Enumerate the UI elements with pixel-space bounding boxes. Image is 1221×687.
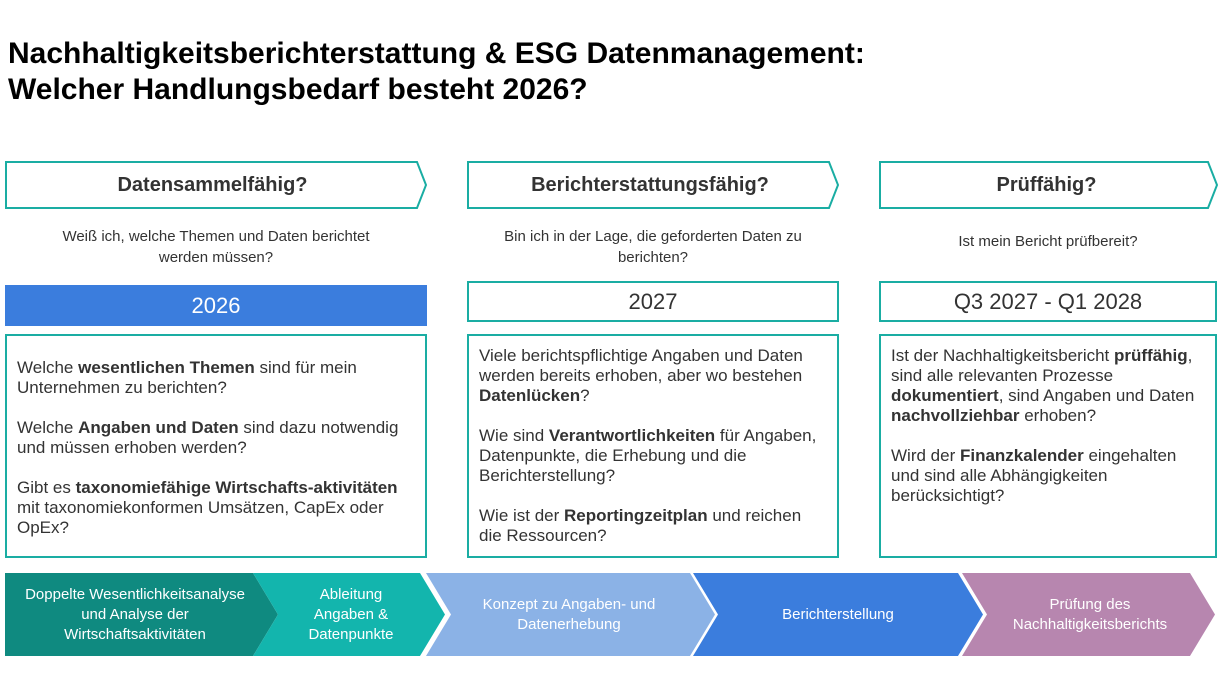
emphasis-text: nachvollziehbar bbox=[891, 406, 1020, 425]
title-line-1: Nachhaltigkeitsberichterstattung & ESG D… bbox=[8, 37, 865, 70]
process-step-ableitung: Ableitung Angaben & Datenpunkte bbox=[308, 585, 394, 643]
question-paragraph: Viele berichtspflichtige Angaben und Dat… bbox=[479, 346, 827, 406]
header-label: Berichterstattungsfähig? bbox=[531, 173, 769, 196]
header-arrow-berichterstattungsfaehig: Berichterstattungsfähig? bbox=[467, 161, 840, 209]
header-arrow-datensammelfaehig: Datensammelfähig? bbox=[5, 161, 428, 209]
header-label: Prüffähig? bbox=[996, 173, 1097, 196]
year-badge-2026: 2026 bbox=[5, 285, 427, 326]
year-badge-2027: 2027 bbox=[467, 281, 839, 322]
process-step-konzept: Konzept zu Angaben- und Datenerhebung bbox=[482, 595, 656, 633]
question-paragraph: Wie sind Verantwortlichkeiten für Angabe… bbox=[479, 426, 827, 486]
question-text: Bin ich in der Lage, die geforderten Dat… bbox=[504, 228, 802, 266]
paragraph-text: Wie sind bbox=[479, 426, 549, 445]
paragraph-text: erhoben? bbox=[1019, 406, 1097, 425]
question-paragraph: Ist der Nachhaltigkeitsbericht prüffähig… bbox=[891, 346, 1205, 426]
question-paragraph: Wird der Finanzkalender eingehalten und … bbox=[891, 446, 1205, 506]
header-label: Datensammelfähig? bbox=[117, 173, 308, 196]
paragraph-text: Wird der bbox=[891, 446, 960, 465]
emphasis-text: dokumentiert bbox=[891, 386, 999, 405]
page-title: Nachhaltigkeitsberichterstattung & ESG D… bbox=[8, 36, 1208, 108]
paragraph-text: sind dazu notwendig und müssen erhoben w… bbox=[17, 418, 399, 457]
paragraph-text: Viele berichtspflichtige Angaben und Dat… bbox=[479, 346, 803, 385]
emphasis-text: wesentlichen Themen bbox=[78, 358, 255, 377]
paragraph-text: Welche bbox=[17, 358, 79, 377]
question-paragraph: Welche wesentlichen Themen sind für mein… bbox=[17, 358, 415, 398]
title-line-2: Welcher Handlungsbedarf besteht 2026? bbox=[8, 73, 588, 106]
process-step-wesentlichkeitsanalyse: Doppelte Wesentlichkeitsanalyse und Anal… bbox=[25, 585, 245, 643]
header-arrow-prueffaehig: Prüffähig? bbox=[879, 161, 1219, 209]
paragraph-text: Ist der Nachhaltigkeitsbericht bbox=[891, 346, 1114, 365]
paragraph-text: und reichen die Ressourcen? bbox=[479, 506, 802, 545]
paragraph-text: sind für mein Unternehmen zu berichten? bbox=[17, 358, 357, 397]
process-step-pruefung: Prüfung des Nachhaltigkeitsberichts bbox=[1012, 595, 1168, 633]
process-step-berichterstellung: Berichterstellung bbox=[782, 605, 894, 623]
content-box-prueffaehig: Ist der Nachhaltigkeitsbericht prüffähig… bbox=[879, 334, 1217, 558]
question-text: Weiß ich, welche Themen und Daten berich… bbox=[62, 228, 370, 266]
emphasis-text: Verantwortlichkeiten bbox=[548, 426, 716, 445]
question-paragraph: Gibt es taxonomiefähige Wirtschafts-akti… bbox=[17, 478, 415, 538]
emphasis-text: Datenlücken bbox=[479, 386, 581, 405]
emphasis-text: prüffähig bbox=[1114, 346, 1188, 365]
question-paragraph: Wie ist der Reportingzeitplan und reiche… bbox=[479, 506, 827, 546]
emphasis-text: taxonomiefähige Wirtschafts-aktivitäten bbox=[75, 478, 398, 497]
paragraph-text: für Angaben, Datenpunkte, die Erhebung u… bbox=[479, 426, 817, 485]
content-box-berichterstattungsfaehig: Viele berichtspflichtige Angaben und Dat… bbox=[467, 334, 839, 558]
paragraph-text: , sind Angaben und Daten bbox=[998, 386, 1195, 405]
emphasis-text: Angaben und Daten bbox=[78, 418, 239, 437]
question-paragraph: Welche Angaben und Daten sind dazu notwe… bbox=[17, 418, 415, 458]
paragraph-text: ? bbox=[580, 386, 590, 405]
paragraph-text: Gibt es bbox=[17, 478, 76, 497]
paragraph-text: , sind alle relevanten Prozesse bbox=[891, 346, 1193, 385]
content-box-datensammelfaehig: Welche wesentlichen Themen sind für mein… bbox=[5, 334, 427, 558]
paragraph-text: mit taxonomiekonformen Umsätzen, CapEx o… bbox=[17, 498, 384, 537]
question-text: Ist mein Bericht prüfbereit? bbox=[958, 233, 1138, 250]
year-badge-q3-2027-q1-2028: Q3 2027 - Q1 2028 bbox=[879, 281, 1217, 322]
paragraph-text: eingehalten und sind alle Abhängigkeiten… bbox=[891, 446, 1177, 505]
paragraph-text: Wie ist der bbox=[479, 506, 565, 525]
emphasis-text: Reportingzeitplan bbox=[564, 506, 708, 525]
paragraph-text: Welche bbox=[17, 418, 79, 437]
emphasis-text: Finanzkalender bbox=[959, 446, 1084, 465]
